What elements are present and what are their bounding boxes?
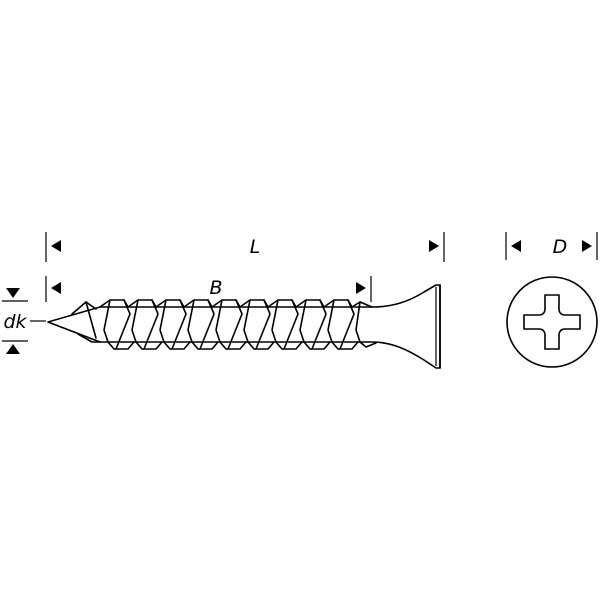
dimension-head-diameter: D (505, 232, 598, 260)
thread-arrow-left (51, 282, 61, 294)
length-arrow-right (429, 240, 439, 252)
thread-length-label: B (209, 277, 222, 299)
screw-thread (71, 299, 377, 350)
length-arrow-left (51, 240, 61, 252)
dimension-length: L (45, 232, 445, 262)
head-diameter-label: D (553, 236, 568, 258)
screw-head-outline (506, 276, 598, 368)
screw-head-top-view (506, 276, 598, 368)
dimension-thread-length: B (45, 276, 372, 302)
dimension-core-diameter: dk (2, 288, 46, 354)
thread-arrow-right (356, 282, 366, 294)
core-diameter-label: dk (3, 311, 27, 333)
dk-arrow-top (6, 288, 20, 298)
screw-side-view (47, 284, 441, 369)
dk-arrow-bottom (6, 344, 20, 354)
d-arrow-left (511, 240, 521, 252)
d-arrow-right (582, 240, 592, 252)
phillips-cross-recess-icon (523, 294, 581, 350)
length-label: L (250, 236, 261, 258)
